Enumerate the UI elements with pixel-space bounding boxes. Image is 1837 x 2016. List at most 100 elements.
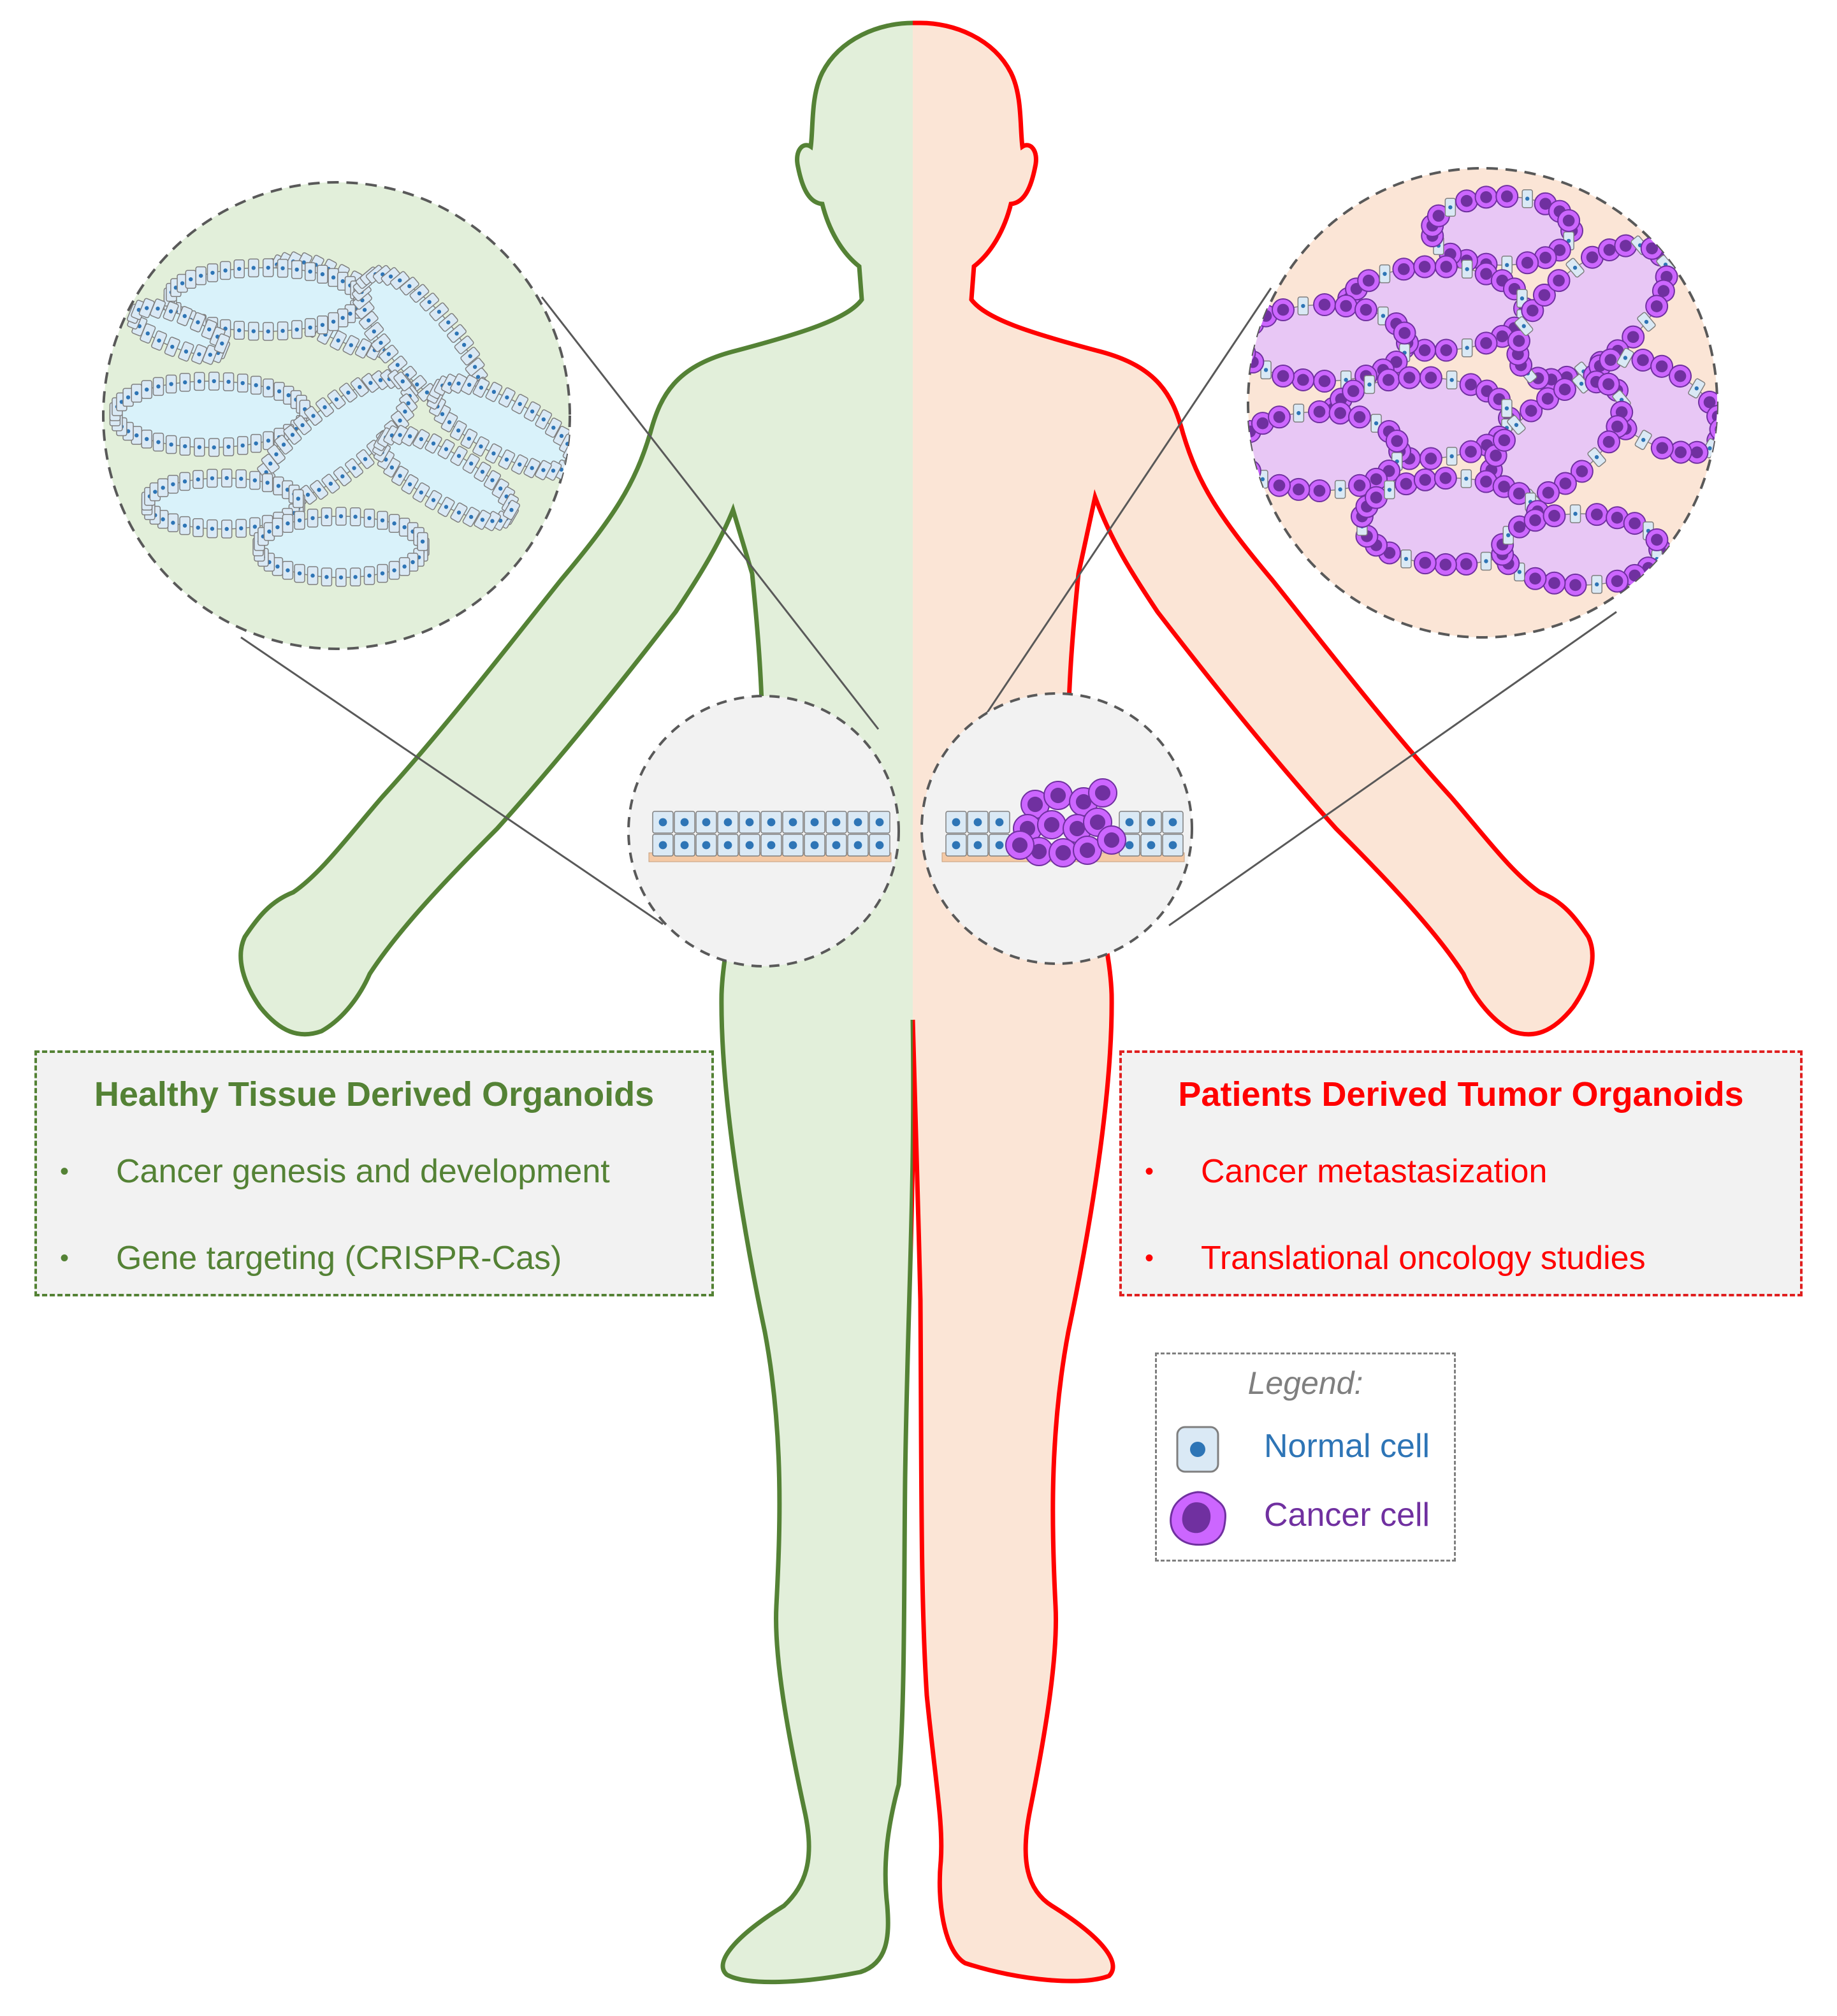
normal-cell: [1119, 811, 1140, 834]
normal-cell: [349, 507, 361, 526]
normal-cell: [233, 259, 245, 279]
cancer-cell: [1553, 472, 1577, 495]
normal-cell: [167, 475, 179, 494]
legend: Legend: Normal cell Cancer cell: [1155, 1352, 1456, 1562]
normal-cell: [1140, 834, 1162, 857]
cancer-cell: [1395, 472, 1418, 496]
normal-cell: [152, 377, 164, 396]
normal-cell: [151, 330, 168, 351]
cancer-cell: [1434, 338, 1458, 362]
normal-cell: [273, 382, 285, 401]
normal-cell: [989, 834, 1010, 857]
cancer-cell: [1248, 341, 1256, 365]
normal-cell: [222, 437, 235, 456]
normal-cell: [472, 377, 490, 398]
normal-cell: [391, 410, 409, 431]
cancer-cell: [1543, 571, 1566, 595]
normal-cell: [294, 563, 305, 583]
normal-cell: [294, 511, 305, 530]
normal-cell: [262, 322, 274, 341]
normal-cell: [438, 313, 458, 332]
normal-cell: [233, 321, 245, 340]
organoid: [1248, 293, 1419, 393]
normal-cell: [1297, 296, 1309, 315]
list-item: •Cancer genesis and development: [60, 1153, 610, 1190]
cancer-cell: [1685, 440, 1709, 464]
organoid: [1248, 400, 1411, 502]
normal-cell: [179, 516, 191, 535]
organoid: [141, 468, 305, 539]
normal-cell: [195, 266, 207, 286]
bullet-text: Gene targeting (CRISPR-Cas): [116, 1240, 562, 1277]
cancer-cell: [1268, 405, 1291, 429]
cancer-cell: [1650, 436, 1674, 460]
organoid: [126, 298, 231, 365]
normal-cell: [282, 514, 294, 533]
cancer-cell: [1459, 440, 1483, 463]
normal-cell: [277, 259, 289, 278]
cancer-cell: [1398, 366, 1421, 389]
healthy-organoid-cluster: [109, 251, 570, 587]
cancer-cell: [1599, 348, 1622, 372]
cancer-cell: [1393, 321, 1416, 345]
cancer-cell: [1495, 185, 1519, 208]
normal-cell: [192, 470, 204, 489]
organoid: [252, 507, 430, 587]
cancer-cell: [1328, 402, 1352, 425]
cancer-cell: [1492, 428, 1516, 452]
normal-cell: [460, 374, 478, 395]
cancer-cell: [1547, 269, 1571, 293]
normal-cell: [401, 426, 419, 447]
normal-cell: [349, 567, 361, 587]
normal-cell: [1591, 575, 1602, 594]
normal-cell: [307, 566, 319, 585]
normal-cell: [1460, 469, 1472, 488]
normal-cell: [364, 322, 384, 341]
normal-cell: [412, 429, 430, 449]
cancer-cell: [1272, 364, 1295, 388]
normal-cell: [437, 439, 455, 460]
cancer-cell: [1385, 429, 1409, 453]
cancer-cell: [1313, 370, 1336, 393]
cancer-cell: [1419, 366, 1442, 389]
normal-cell: [485, 443, 502, 464]
normal-cell: [388, 514, 400, 533]
normal-cell: [419, 293, 440, 312]
cancer-cell: [1248, 460, 1261, 482]
legend-item-normal: Normal cell: [1157, 1418, 1454, 1476]
cancer-cell: [1088, 778, 1117, 808]
cancer-cell: [1570, 460, 1594, 483]
normal-cell: [695, 834, 717, 857]
normal-cell: [263, 522, 275, 541]
list-item: •Translational oncology studies: [1145, 1240, 1646, 1277]
normal-cell: [141, 380, 152, 399]
normal-cell: [760, 834, 782, 857]
legend-title: Legend:: [1247, 1365, 1363, 1401]
cancer-cell: [1308, 400, 1331, 423]
normal-cell: [141, 430, 152, 449]
normal-cell: [207, 519, 218, 539]
normal-cell: [869, 834, 890, 857]
normal-cell: [782, 834, 804, 857]
tumor-panel-title: Patients Derived Tumor Organoids: [1178, 1075, 1744, 1113]
normal-cell: [194, 437, 205, 457]
cancer-cell: [1248, 440, 1251, 463]
cancer-cell: [1413, 338, 1437, 362]
normal-cell: [847, 834, 869, 857]
normal-cell: [945, 811, 967, 834]
normal-cell: [388, 355, 408, 375]
normal-cell: [967, 834, 989, 857]
cancer-cell: [1348, 405, 1371, 429]
normal-cell: [1384, 480, 1395, 500]
cancer-cell: [1455, 552, 1478, 576]
cancer-cell: [1248, 450, 1254, 474]
normal-cell: [989, 811, 1010, 834]
cancer-cell: [1606, 569, 1629, 593]
normal-cell: [474, 509, 491, 530]
cancer-cell: [1606, 506, 1629, 530]
normal-cell: [272, 518, 284, 537]
normal-cell: [377, 511, 388, 530]
normal-cell: [652, 811, 674, 834]
normal-cell: [449, 420, 467, 441]
healthy-panel-bullets: •Cancer genesis and development •Gene ta…: [60, 1155, 610, 1328]
